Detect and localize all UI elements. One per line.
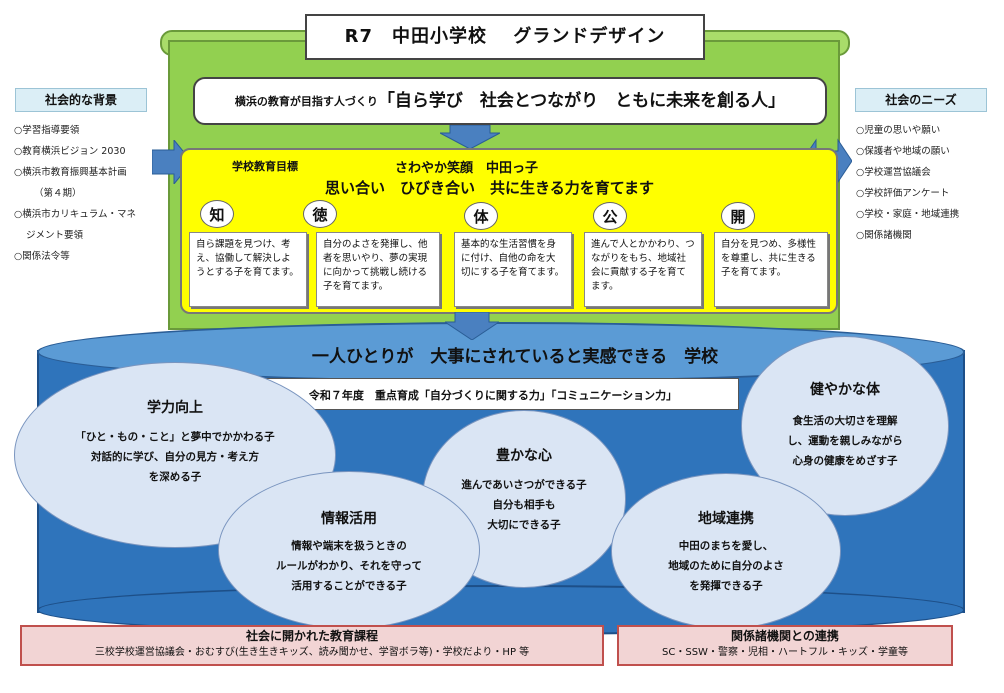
partner-agencies-box: 関係諸機関との連携 SC・SSW・警察・児相・ハートフル・キッズ・学童等 bbox=[617, 625, 953, 666]
open-curriculum-text: 三校学校運営協議会・おむすび(生き生きキッズ、読み聞かせ、学習ボラ等)・学校だよ… bbox=[94, 647, 530, 658]
cylinder-headline: 一人ひとりが 大事にされていると実感できる 学校 bbox=[311, 347, 719, 367]
list-item: ○関係法令等 bbox=[14, 251, 70, 262]
focus-banner: 令和７年度 重点育成「自分づくりに関する力」「コミュニケーション力」 bbox=[247, 378, 739, 410]
down-arrow-icon bbox=[445, 312, 499, 340]
bubble-title: 情報活用 bbox=[321, 511, 377, 527]
social-background-list: ○学習指導要領 ○教育横浜ビジョン 2030 ○横浜市教育振興基本計画 （第４期… bbox=[14, 120, 174, 267]
goal-card-toku: 自分のよさを発揮し、他者を思いやり、夢の実現に向かって挑戦し続ける子を育てます。 bbox=[316, 232, 440, 307]
list-item: ○児童の思いや願い bbox=[856, 125, 941, 136]
goal-tag-toku: 徳 bbox=[303, 200, 337, 228]
bubble-text: 中田のまちを愛し、 地域のために自分のよさ を発揮できる子 bbox=[668, 540, 784, 592]
school-goal-label: 学校教育目標 bbox=[232, 160, 298, 173]
goal-card-tai: 基本的な生活習慣を身に付け、自他の命を大切にする子を育てます。 bbox=[454, 232, 572, 307]
list-item: ○学校評価アンケート bbox=[856, 188, 950, 199]
page-title: R7 中田小学校 グランドデザイン bbox=[305, 14, 705, 60]
list-item: ○横浜市教育振興基本計画 bbox=[14, 167, 127, 178]
list-item: ○学校運営協議会 bbox=[856, 167, 931, 178]
bubble-text: 食生活の大切さを理解 し、運動を親しみながら 心身の健康をめざす子 bbox=[787, 415, 903, 467]
social-background-title: 社会的な背景 bbox=[15, 88, 147, 112]
goal-card-ko: 進んで人とかかわり、つながりをもち、地域社会に貢献する子を育てます。 bbox=[584, 232, 702, 307]
list-item: ○保護者や地域の願い bbox=[856, 146, 950, 157]
list-item: ○学習指導要領 bbox=[14, 125, 80, 136]
partner-agencies-text: SC・SSW・警察・児相・ハートフル・キッズ・学童等 bbox=[662, 647, 908, 658]
social-needs-list: ○児童の思いや願い ○保護者や地域の願い ○学校運営協議会 ○学校評価アンケート… bbox=[856, 120, 1001, 246]
bubble-text: 「ひと・もの・こと」と夢中でかかわる子 対話的に学び、自分の見方・考え方 を深め… bbox=[75, 431, 275, 483]
school-goal-main: 思い合い ひびき合い 共に生きる力を育てます bbox=[325, 179, 654, 197]
open-curriculum-title: 社会に開かれた教育課程 bbox=[245, 629, 378, 643]
open-curriculum-box: 社会に開かれた教育課程 三校学校運営協議会・おむすび(生き生きキッズ、読み聞かせ… bbox=[20, 625, 604, 666]
goal-tag-tai: 体 bbox=[464, 202, 498, 230]
bubble-title: 学力向上 bbox=[147, 400, 203, 416]
bubble-title: 地域連携 bbox=[698, 511, 754, 527]
social-needs-title: 社会のニーズ bbox=[855, 88, 987, 112]
list-item: ○教育横浜ビジョン 2030 bbox=[14, 146, 126, 157]
vision-main: 「自ら学び 社会とつながり ともに未来を創る人」 bbox=[377, 91, 786, 111]
bubble-title: 健やかな体 bbox=[810, 382, 880, 398]
goal-card-kai: 自分を見つめ、多様性を尊重し、共に生きる子を育てます。 bbox=[714, 232, 828, 307]
vision-banner: 横浜の教育が目指す人づくり「自ら学び 社会とつながり ともに未来を創る人」 bbox=[193, 77, 827, 125]
goal-tag-kai: 開 bbox=[721, 202, 755, 230]
bubble-title: 豊かな心 bbox=[496, 448, 552, 464]
list-item: ○学校・家庭・地域連携 bbox=[856, 209, 960, 220]
bubble-text: 進んであいさつができる子 自分も相手も 大切にできる子 bbox=[461, 479, 587, 531]
goal-tag-ko: 公 bbox=[593, 202, 627, 230]
bubble-chiiki: 地域連携 中田のまちを愛し、 地域のために自分のよさ を発揮できる子 bbox=[611, 473, 841, 629]
partner-agencies-title: 関係諸機関との連携 bbox=[731, 629, 839, 643]
list-item: ジメント要領 bbox=[26, 230, 84, 241]
down-arrow-icon bbox=[440, 125, 500, 149]
focus-text: 令和７年度 重点育成「自分づくりに関する力」「コミュニケーション力」 bbox=[308, 389, 678, 402]
list-item: ○横浜市カリキュラム・マネ bbox=[14, 209, 137, 220]
goal-tag-chi: 知 bbox=[200, 200, 234, 228]
vision-prefix: 横浜の教育が目指す人づくり bbox=[234, 95, 378, 108]
list-item: ○関係諸機関 bbox=[856, 230, 912, 241]
goal-card-chi: 自ら課題を見つけ、考え、協働して解決しようとする子を育てます。 bbox=[189, 232, 307, 307]
bubble-text: 情報や端末を扱うときの ルールがわかり、それを守って 活用することができる子 bbox=[275, 540, 423, 592]
list-item: （第４期） bbox=[34, 188, 82, 199]
school-goal-motto: さわやか笑顔 中田っ子 bbox=[395, 161, 539, 176]
bubble-joho: 情報活用 情報や端末を扱うときの ルールがわかり、それを守って 活用することがで… bbox=[218, 471, 480, 629]
